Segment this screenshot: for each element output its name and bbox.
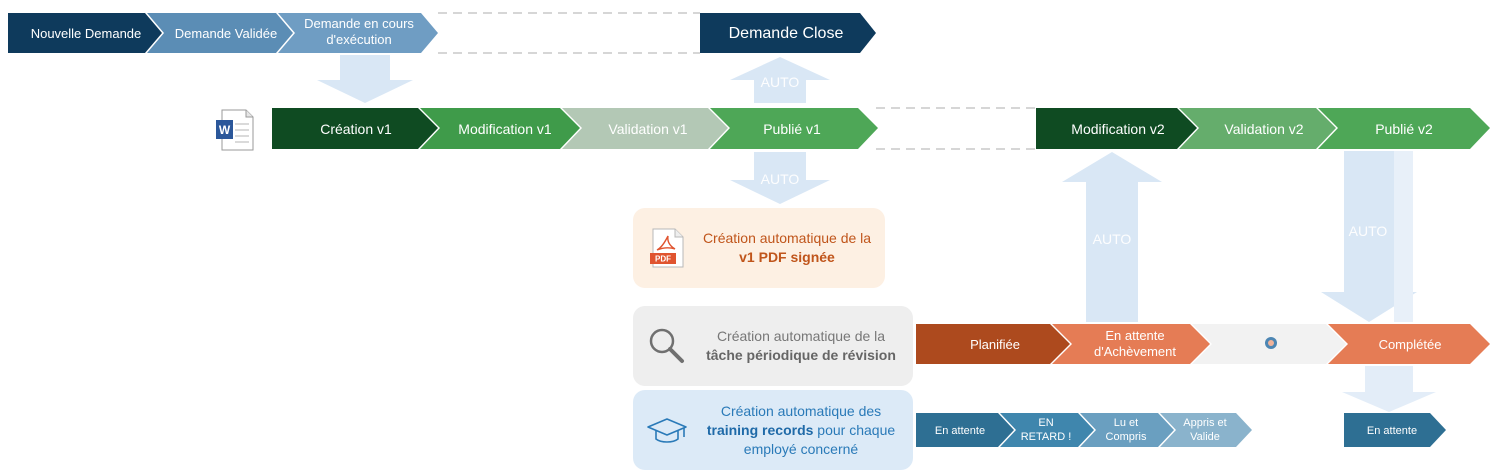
pdf-creation-text: Création automatique de la v1 PDF signée: [689, 229, 885, 267]
graduation-cap-icon: [647, 418, 687, 443]
step-creation-v1: [272, 108, 438, 149]
step-training-lu-compris-label-line2: Compris: [1106, 431, 1147, 443]
step-demande-validee-label: Demande Validée: [175, 26, 277, 41]
step-training-appris-valide-label-line2: Valide: [1190, 431, 1220, 443]
side-band-completee: [1394, 151, 1413, 322]
auto-label-pdf: AUTO: [761, 171, 800, 187]
pdf-creation-line1: Création automatique de la: [702, 230, 872, 246]
step-training-en-attente-label: En attente: [935, 425, 985, 437]
step-training-lu-compris: [1080, 413, 1174, 447]
step-completee-label: Complétée: [1379, 337, 1442, 352]
step-demande-en-cours-label-line2: d'exécution: [326, 32, 391, 47]
word-icon: W: [216, 109, 254, 151]
step-planifiee-label: Planifiée: [970, 337, 1020, 352]
pdf-creation-box: PDF Création automatique de la v1 PDF si…: [633, 208, 885, 288]
step-planifiee: [916, 324, 1070, 364]
step-validation-v1: [562, 108, 728, 149]
step-training-lu-compris-label-line1: Lu et: [1114, 417, 1138, 429]
down-arrow-to-en-attente-v2: [1342, 366, 1436, 412]
step-modification-v1: [420, 108, 580, 149]
step-modification-v2: [1036, 108, 1197, 149]
review-task-line2: tâche périodique de révision: [706, 347, 896, 363]
step-demande-validee: [147, 13, 293, 53]
step-en-attente-achevement-label-line1: En attente: [1105, 328, 1164, 343]
step-publie-v2: [1318, 108, 1490, 149]
training-records-line2-rest: pour chaque: [813, 421, 896, 438]
magnifier-icon: [649, 328, 684, 363]
pdf-creation-line2: v1 PDF signée: [739, 249, 835, 265]
step-demande-close-label: Demande Close: [729, 25, 844, 42]
step-completee: [1328, 324, 1490, 364]
step-training-en-retard-label-line1: EN: [1038, 417, 1053, 429]
svg-text:W: W: [219, 123, 231, 137]
step-publie-v2-label: Publié v2: [1375, 121, 1433, 137]
training-records-box: Création automatique des training record…: [633, 390, 913, 470]
step-validation-v2: [1179, 108, 1336, 149]
down-arrow-to-completee: [1321, 151, 1417, 322]
step-training-appris-valide: [1160, 413, 1252, 447]
step-training-appris-valide-label-line1: Appris et: [1183, 417, 1226, 429]
step-publie-v1-label: Publié v1: [763, 121, 821, 137]
down-arrow-to-creation: [317, 55, 413, 103]
step-demande-en-cours-label-line1: Demande en cours: [304, 16, 414, 31]
step-en-attente-achevement-label-line2: d'Achèvement: [1094, 344, 1176, 359]
training-records-line1: Création automatique des: [720, 402, 882, 419]
up-arrow-to-close: [730, 57, 830, 103]
step-nouvelle-demande-label: Nouvelle Demande: [31, 26, 142, 41]
step-training-en-retard-label-line2: RETARD !: [1021, 431, 1072, 443]
review-task-text: Création automatique de la tâche périodi…: [689, 327, 913, 365]
review-task-box: Création automatique de la tâche périodi…: [633, 306, 913, 386]
step-training-en-retard: [1000, 413, 1094, 447]
step-demande-close: [700, 13, 876, 53]
step-training-en-attente-v2-label: En attente: [1367, 425, 1417, 437]
pdf-icon: PDF: [650, 228, 684, 268]
training-records-text: Création automatique des training record…: [689, 402, 913, 459]
step-training-en-attente: [916, 413, 1014, 447]
step-en-attente-achevement: [1052, 324, 1210, 364]
step-validation-v1-label: Validation v1: [608, 121, 687, 137]
review-task-line1: Création automatique de la: [716, 328, 886, 344]
down-arrow-to-pdf: [730, 152, 830, 204]
step-demande-en-cours: [278, 13, 438, 53]
step-validation-v2-label: Validation v2: [1224, 121, 1303, 137]
training-records-line3: employé concerné: [743, 440, 859, 457]
step-creation-v1-label: Création v1: [320, 121, 392, 137]
svg-text:PDF: PDF: [655, 255, 671, 264]
up-arrow-to-modification-v2: [1062, 152, 1162, 322]
step-nouvelle-demande: [8, 13, 162, 53]
auto-label-close: AUTO: [761, 74, 800, 90]
status-dot-icon: [1265, 337, 1277, 349]
step-training-en-attente-v2: [1344, 413, 1446, 447]
step-publie-v1: [710, 108, 878, 149]
step-modification-v1-label: Modification v1: [458, 121, 552, 137]
auto-label-completee: AUTO: [1349, 223, 1388, 239]
auto-label-modification-v2: AUTO: [1093, 231, 1132, 247]
step-modification-v2-label: Modification v2: [1071, 121, 1165, 137]
training-records-line2-bold: training records: [706, 421, 814, 438]
